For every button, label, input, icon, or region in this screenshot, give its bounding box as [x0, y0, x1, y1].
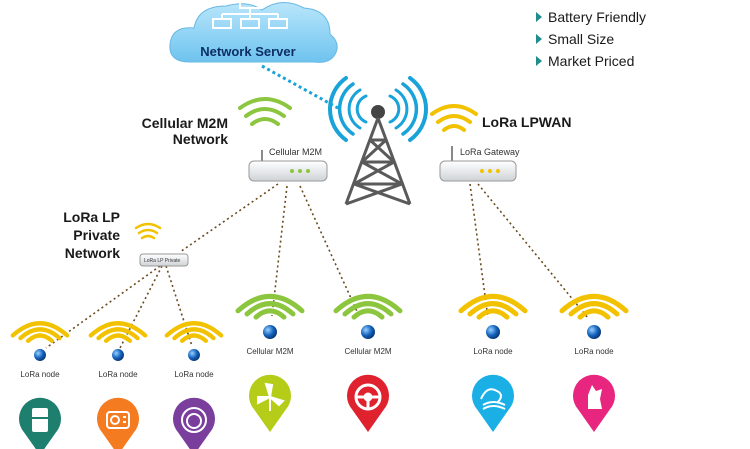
cellular-network-heading: Network [173, 131, 228, 147]
node-label: Cellular M2M [246, 347, 293, 356]
cellular-network-heading: Cellular M2M [142, 115, 228, 131]
wifi-signal-icon [238, 97, 292, 126]
steering-wheel-icon [354, 383, 382, 411]
node-sensor [112, 349, 124, 361]
lpwan-heading: LoRa LPWAN [482, 114, 571, 130]
feature-item: Battery Friendly [548, 9, 646, 25]
private-router-label: LoRa LP Private [144, 258, 181, 264]
lora-private-router: LoRa LP Private [134, 222, 189, 267]
node-sensor [361, 325, 375, 339]
node-label: LoRa node [473, 347, 513, 356]
network-server-label: Network Server [200, 44, 295, 59]
gateway-label: LoRa Gateway [460, 147, 520, 157]
link-gateway-node [477, 183, 589, 319]
water-icon [480, 388, 506, 410]
private-network-heading: LoRa LP [63, 209, 120, 225]
wifi-signal-icon [333, 294, 403, 320]
washer-icon [181, 407, 207, 433]
cell-tower-icon [328, 76, 428, 206]
node-sensor [486, 325, 500, 339]
location-pin [472, 374, 514, 432]
pet-icon [588, 385, 602, 409]
wifi-signal-icon [164, 321, 224, 343]
feature-item: Small Size [548, 31, 614, 47]
node-label: LoRa node [174, 370, 214, 379]
wifi-signal-icon [458, 294, 528, 320]
link-router-node [299, 185, 361, 319]
link-router-node [271, 185, 288, 317]
wifi-signal-icon [10, 321, 70, 343]
link-router-private [179, 183, 279, 253]
bullet-icon [536, 12, 542, 22]
node-label: LoRa node [98, 370, 138, 379]
wifi-signal-icon [134, 222, 162, 240]
wifi-signal-icon [88, 321, 148, 343]
lora-gateway: LoRa Gateway [430, 104, 520, 182]
meter-icon [106, 411, 130, 429]
cellular-m2m-router: Cellular M2M [238, 97, 328, 182]
feature-list: Battery Friendly Small Size Market Price… [536, 9, 646, 69]
server-hierarchy-icon [212, 0, 288, 29]
wind-turbine-icon [257, 382, 285, 411]
node-label: LoRa node [574, 347, 614, 356]
end-node: LoRa node [88, 321, 148, 449]
end-node: LoRa node [559, 294, 629, 432]
connection-links [45, 183, 589, 349]
fridge-icon [32, 408, 48, 432]
end-node: LoRa node [10, 321, 70, 449]
end-node: LoRa node [458, 294, 528, 432]
wifi-signal-icon [235, 294, 305, 320]
feature-item: Market Priced [548, 53, 634, 69]
node-sensor [34, 349, 46, 361]
bullet-icon [536, 56, 542, 66]
node-label: Cellular M2M [344, 347, 391, 356]
link-private-node [119, 265, 163, 349]
node-sensor [188, 349, 200, 361]
wifi-signal-icon [559, 294, 629, 320]
end-node: Cellular M2M [235, 294, 305, 432]
node-label: LoRa node [20, 370, 60, 379]
node-sensor [587, 325, 601, 339]
wifi-signal-icon [430, 104, 478, 132]
end-node: Cellular M2M [333, 294, 403, 432]
location-pin [173, 397, 215, 449]
node-sensor [263, 325, 277, 339]
router-label: Cellular M2M [269, 147, 322, 157]
end-node: LoRa node [164, 321, 224, 449]
cloud-tower-link [261, 64, 339, 110]
network-server-cloud: Network Server [169, 0, 338, 63]
private-network-heading: Private [73, 227, 120, 243]
private-network-heading: Network [65, 245, 120, 261]
bullet-icon [536, 34, 542, 44]
link-private-node [45, 265, 161, 349]
link-private-node [165, 265, 193, 347]
